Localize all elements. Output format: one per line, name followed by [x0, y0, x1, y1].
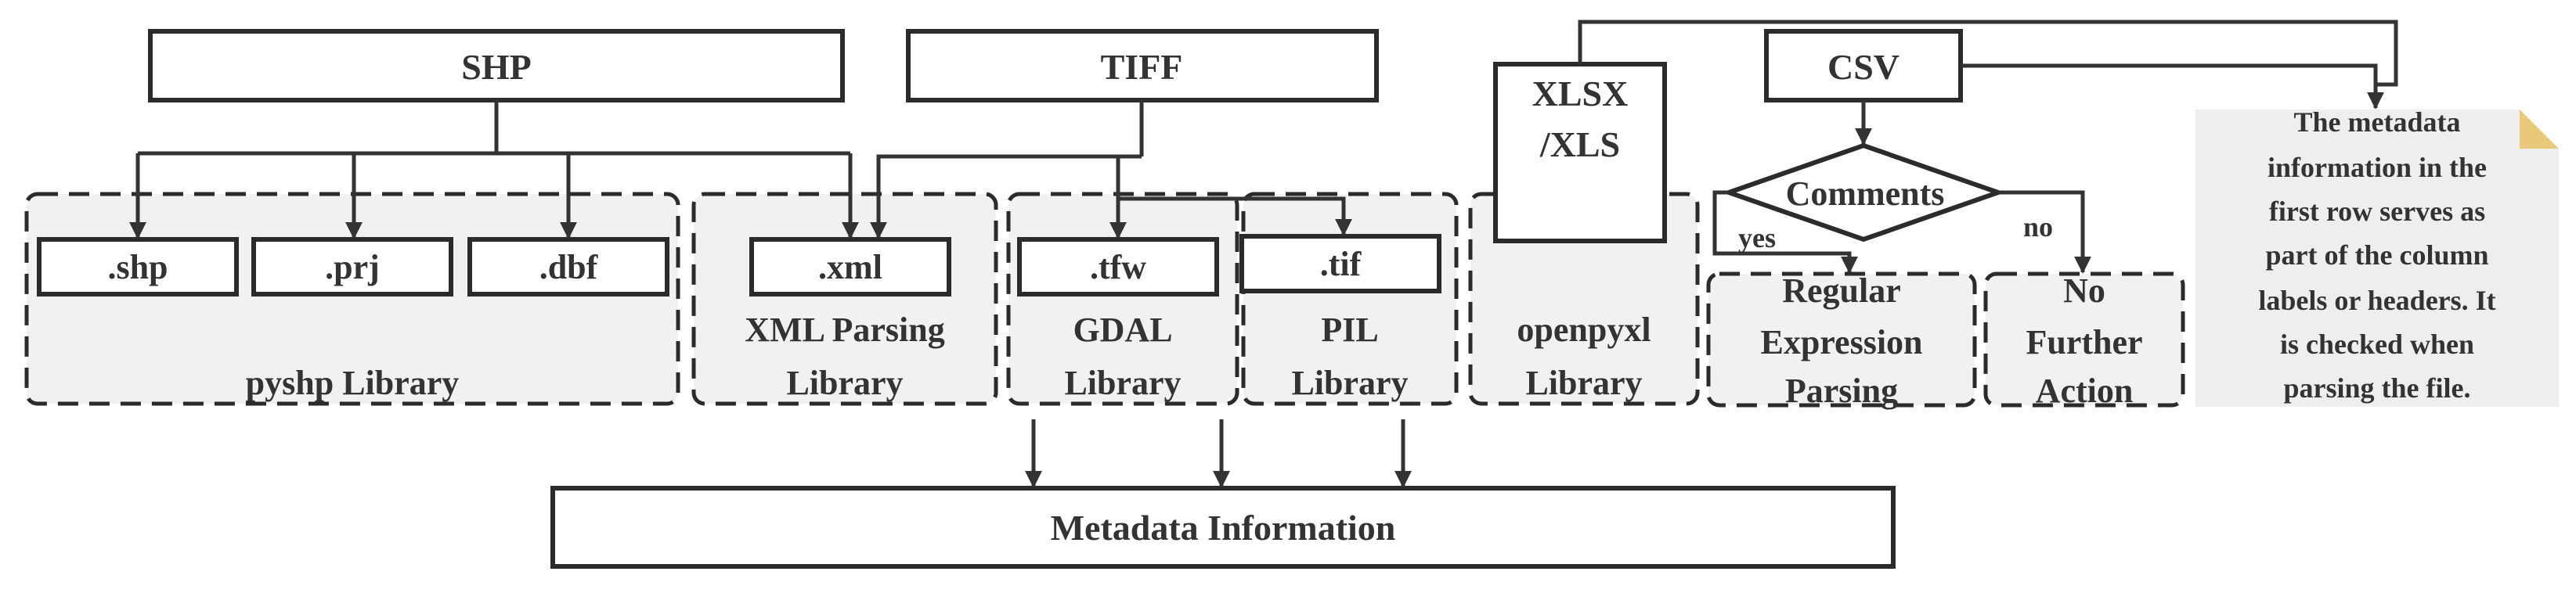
metadata-information-box: [550, 486, 1896, 569]
shp-file-label: .shp: [107, 248, 168, 286]
xml-file-box: [749, 237, 951, 296]
tfw-file-box: [1017, 237, 1219, 296]
gdal-library-label-line2: Library: [1064, 364, 1181, 402]
note-line-7: parsing the file.: [2284, 372, 2471, 404]
regex-parsing-label-line1: Regular: [1782, 271, 1901, 310]
tif-file-box: [1239, 234, 1441, 293]
no-branch-label: no: [2023, 211, 2053, 243]
note-line-1: The metadata: [2294, 106, 2461, 138]
tiff-format-label: TIFF: [1101, 47, 1183, 87]
comments-decision-label: Comments: [1786, 174, 1945, 213]
yes-branch-label: yes: [1738, 222, 1776, 253]
edges: [129, 20, 2398, 488]
dbf-file-box: [467, 237, 669, 296]
no-further-action-label-line3: Action: [2036, 372, 2134, 410]
regex-parsing-label-line2: Expression: [1760, 323, 1922, 361]
xlsx-format-label-line2: /XLS: [1539, 124, 1620, 164]
xml-parsing-library-label-line1: XML Parsing: [745, 311, 944, 349]
note-line-5: labels or headers. It: [2258, 285, 2495, 316]
xlsx-format-label-line1: XLSX: [1532, 74, 1629, 113]
note-card: [2195, 110, 2559, 407]
note-line-4: part of the column: [2266, 239, 2489, 271]
tif-file-label: .tif: [1320, 245, 1362, 283]
shp-format-label: SHP: [461, 47, 531, 87]
xml-file-label: .xml: [818, 248, 882, 286]
prj-file-box: [251, 237, 453, 296]
openpyxl-library-label-line1: openpyxl: [1517, 311, 1651, 349]
no-further-action-label-line1: No: [2063, 271, 2105, 310]
comments-decision-diamond: [1721, 142, 2006, 243]
note-line-6: is checked when: [2280, 329, 2474, 360]
openpyxl-library-label-line2: Library: [1525, 364, 1642, 402]
pil-library-label-line2: Library: [1291, 364, 1408, 402]
csv-format-label: CSV: [1827, 47, 1900, 87]
tiff-format-box: [906, 29, 1379, 102]
pyshp-library-label: pyshp Library: [246, 364, 460, 402]
prj-file-label: .prj: [325, 248, 380, 286]
no-further-action-label-line2: Further: [2026, 323, 2142, 361]
note-line-3: first row serves as: [2269, 196, 2485, 227]
group-no-further-action: [1983, 271, 2185, 408]
dbf-file-label: .dbf: [539, 248, 599, 286]
tfw-file-label: .tfw: [1090, 248, 1146, 286]
xml-parsing-library-label-line2: Library: [786, 364, 903, 402]
shp-file-box: [37, 237, 239, 296]
note-line-2: information in the: [2268, 152, 2487, 183]
pil-library-label-line1: PIL: [1321, 311, 1378, 349]
metadata-information-label: Metadata Information: [1051, 508, 1396, 548]
regex-parsing-label-line3: Parsing: [1785, 372, 1898, 410]
xlsx-format-box: [1493, 62, 1667, 243]
group-regex-parsing: [1706, 271, 1977, 408]
gdal-library-label-line1: GDAL: [1073, 311, 1172, 349]
